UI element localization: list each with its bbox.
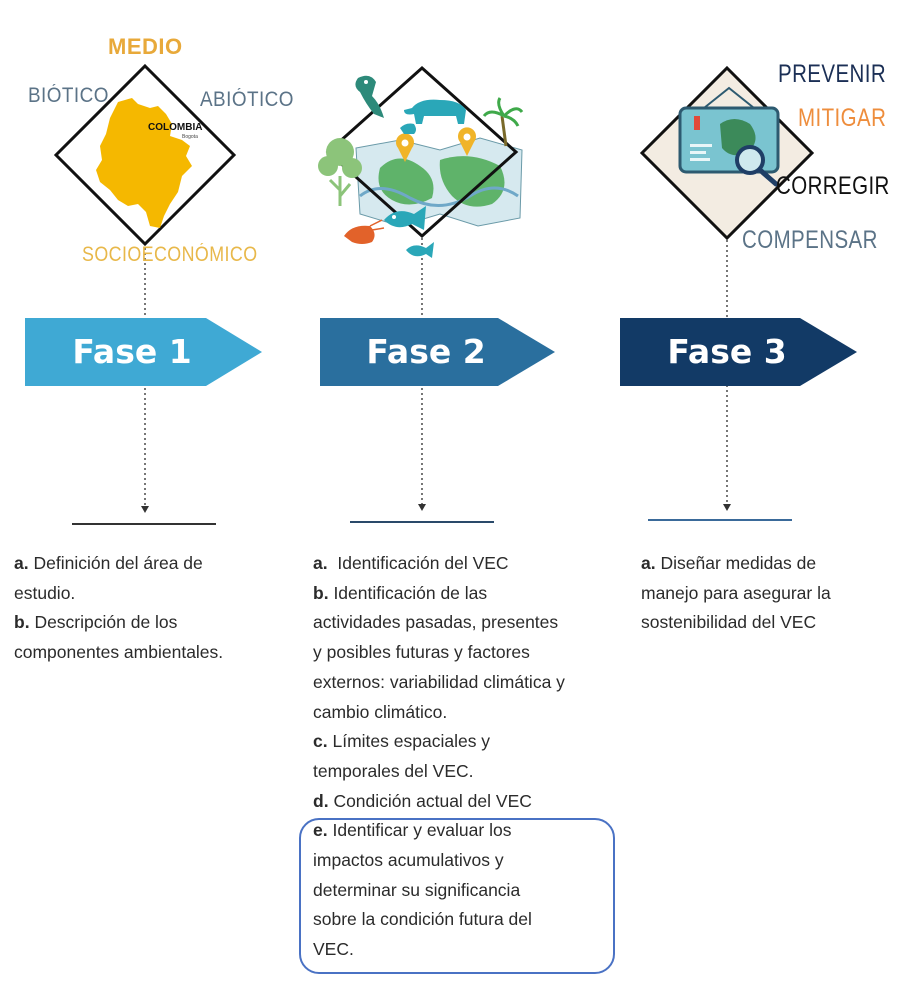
item-letter: b. bbox=[313, 582, 329, 603]
item-text: externos: variabilidad climática y bbox=[313, 671, 565, 692]
item-text: sobre la condición futura del bbox=[313, 909, 532, 930]
diamond-phase3 bbox=[639, 65, 815, 241]
item-letter: b. bbox=[14, 612, 30, 633]
item-letter: a. bbox=[313, 553, 328, 573]
item-text: estudio. bbox=[14, 582, 76, 603]
highlight-box-item-e bbox=[299, 818, 615, 974]
label-colombia: COLOMBIA bbox=[148, 122, 203, 133]
label-bogota: Bogota bbox=[182, 134, 198, 140]
item-text: manejo para asegurar la bbox=[641, 582, 831, 603]
item-text: VEC. bbox=[313, 939, 354, 960]
item-text: temporales del VEC. bbox=[313, 760, 474, 781]
label-abiotico: ABIÓTICO bbox=[200, 88, 294, 111]
item-text: Identificar y evaluar los bbox=[332, 820, 512, 841]
item-text: Identificación de las bbox=[333, 582, 488, 603]
item-text: Descripción de los bbox=[34, 612, 178, 633]
label-biotico: BIÓTICO bbox=[28, 84, 109, 107]
item-text: componentes ambientales. bbox=[14, 642, 224, 663]
phase3-description: a. Diseñar medidas de manejo para asegur… bbox=[641, 549, 831, 638]
connector-arrowhead-2 bbox=[418, 504, 426, 511]
connector-arrowhead-3 bbox=[723, 504, 731, 511]
phase1-arrow bbox=[25, 318, 262, 386]
fish-icon bbox=[384, 206, 434, 258]
phase3-title: Fase 3 bbox=[667, 332, 787, 371]
item-text: impactos acumulativos y bbox=[313, 850, 504, 871]
list-item: a. Definición del área de bbox=[14, 549, 223, 579]
item-letter: c. bbox=[313, 731, 328, 752]
label-compensar: COMPENSAR bbox=[742, 226, 878, 254]
item-text: determinar su significancia bbox=[313, 879, 521, 900]
item-text: cambio climático. bbox=[313, 701, 448, 722]
phase2-description: a. Identificación del VEC b. Identificac… bbox=[313, 549, 565, 965]
item-letter: a. bbox=[14, 553, 29, 573]
label-mitigar: MITIGAR bbox=[798, 104, 887, 132]
list-item: b. Identificación de las bbox=[313, 579, 565, 609]
phase1-title: Fase 1 bbox=[72, 332, 192, 371]
tree-icon bbox=[318, 138, 362, 206]
item-text: Identificación del VEC bbox=[337, 553, 509, 573]
label-socioeconomico: SOCIOECONÓMICO bbox=[82, 243, 258, 266]
phase3-arrow bbox=[620, 318, 857, 386]
parrot-icon bbox=[355, 75, 384, 118]
item-letter: d. bbox=[313, 790, 329, 811]
list-item: a. Identificación del VEC bbox=[313, 549, 565, 579]
location-pin-icon bbox=[396, 127, 476, 162]
list-item: a. Diseñar medidas de bbox=[641, 549, 831, 579]
phase2-title: Fase 2 bbox=[366, 332, 486, 371]
connector-arrowhead-1 bbox=[141, 506, 149, 513]
label-corregir: CORREGIR bbox=[776, 172, 890, 200]
item-text: Límites espaciales y bbox=[332, 731, 491, 752]
item-text: Diseñar medidas de bbox=[660, 553, 817, 573]
item-letter: a. bbox=[641, 553, 656, 573]
map-icon bbox=[355, 137, 523, 227]
magnifier-icon bbox=[735, 145, 779, 187]
diamond-phase2 bbox=[318, 65, 524, 258]
list-item: c. Límites espaciales y bbox=[313, 727, 565, 757]
shrimp-icon bbox=[344, 219, 385, 244]
palm-tree-icon bbox=[482, 97, 524, 147]
item-text: Condición actual del VEC bbox=[333, 790, 532, 811]
item-text: Definición del área de bbox=[33, 553, 203, 573]
label-medio: MEDIO bbox=[108, 34, 183, 59]
colombia-map-icon bbox=[96, 98, 192, 228]
phase2-arrow bbox=[320, 318, 555, 386]
list-item: d. Condición actual del VEC bbox=[313, 787, 565, 817]
list-item: b. Descripción de los bbox=[14, 608, 223, 638]
label-prevenir: PREVENIR bbox=[778, 60, 887, 88]
tapir-icon bbox=[400, 99, 466, 134]
item-text: sostenibilidad del VEC bbox=[641, 612, 817, 633]
item-text: actividades pasadas, presentes bbox=[313, 612, 559, 633]
phase1-description: a. Definición del área de estudio. b. De… bbox=[14, 549, 223, 668]
item-text: y posibles futuras y factores bbox=[313, 642, 530, 663]
diamond-phase1 bbox=[53, 63, 237, 247]
